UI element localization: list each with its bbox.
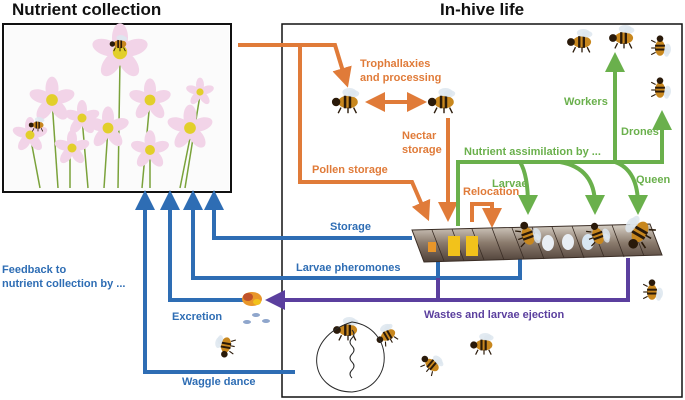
larvae-arrow-2 (559, 160, 605, 215)
pollen-storage-label: Pollen storage (312, 164, 388, 176)
storage-label: Storage (330, 221, 371, 233)
nutrient-assimilation-label: Nutrient assimilation by ... (464, 146, 601, 158)
drones-label: Drones (621, 126, 659, 138)
worker-bee-icon (566, 28, 594, 54)
nectar-label: Nectar (402, 130, 437, 142)
larvae-pheromones-arrow (183, 190, 522, 280)
hive-box (281, 23, 683, 398)
trophallaxis-arrow (300, 43, 352, 88)
waggle-dance-label: Waggle dance (182, 376, 256, 388)
larvae-pheromones-label: Larvae pheromones (296, 262, 401, 274)
in-hive-life-title: In-hive life (440, 0, 525, 19)
dance-bee-icon-3 (469, 332, 495, 356)
feedback-label-line1: Feedback to (2, 264, 67, 276)
dance-bee-icon-4 (416, 347, 447, 378)
wastes-arrow (265, 278, 440, 310)
larvae-label: Larvae (492, 178, 528, 190)
wastes-branch (438, 258, 630, 302)
excretion-label: Excretion (172, 311, 223, 323)
trophallaxies-label: Trophallaxies (360, 58, 431, 70)
worker-bee-icon-2 (608, 24, 636, 50)
honeycomb (411, 212, 663, 263)
bee-left-icon (331, 87, 360, 114)
larvae-arrow (517, 160, 538, 215)
waggle-dance-arrow (135, 190, 295, 374)
flower-photo (5, 23, 229, 190)
excretion-blob (242, 292, 270, 324)
storage-word-label: storage (402, 144, 442, 156)
storage-feedback-arrow (204, 190, 412, 240)
queen-label: Queen (636, 174, 671, 186)
excretion-bee-icon (212, 333, 237, 360)
waggle-dance-path (316, 321, 385, 393)
and-processing-label: and processing (360, 72, 442, 84)
relocation-label: Relocation (463, 186, 520, 198)
purple-flows (265, 258, 630, 310)
workers-label: Workers (564, 96, 608, 108)
ejected-bee-icon (642, 278, 664, 302)
pollen-storage-arrow (238, 43, 431, 222)
drones-arrow (615, 110, 672, 164)
drone-bee-icon-2 (650, 76, 672, 100)
queen-arrow (614, 160, 648, 215)
wastes-label: Wastes and larvae ejection (424, 309, 565, 321)
relocation-arrow (470, 202, 502, 228)
green-flows (456, 52, 672, 226)
nutrient-collection-title: Nutrient collection (12, 0, 162, 19)
feedback-label-line2: nutrient collection by ... (2, 278, 126, 290)
bee-right-icon (427, 87, 456, 114)
drone-bee-icon (650, 34, 672, 58)
blue-flows (135, 190, 522, 374)
orange-flows (238, 43, 502, 228)
excretion-arrow (160, 190, 245, 302)
